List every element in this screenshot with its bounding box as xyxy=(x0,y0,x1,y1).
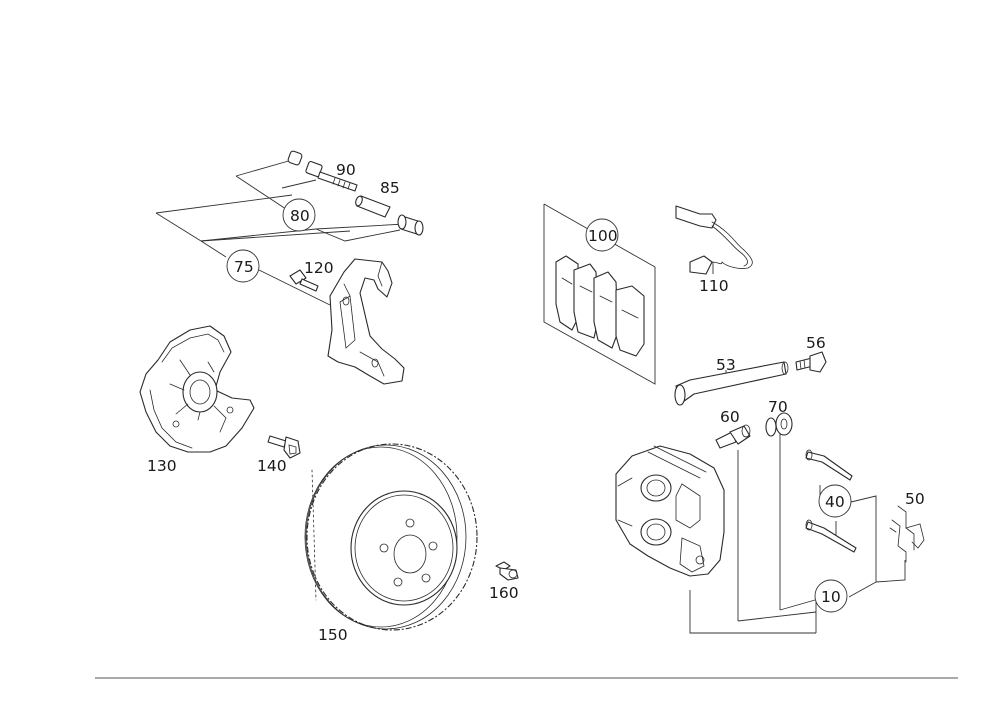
label-85: 85 xyxy=(380,179,400,197)
part-50-spring-clip xyxy=(889,505,925,563)
label-80: 80 xyxy=(290,207,310,225)
caliper-bracket xyxy=(327,258,405,385)
part-150-brake-disc xyxy=(304,443,478,631)
part-10-brake-caliper xyxy=(615,445,725,577)
label-160: 160 xyxy=(489,584,519,602)
part-100-brake-pads xyxy=(555,255,645,357)
label-70: 70 xyxy=(768,398,788,416)
label-56: 56 xyxy=(806,334,826,352)
part-40-pins xyxy=(805,449,857,553)
part-90-bolt xyxy=(287,150,358,192)
part-110-wear-sensor xyxy=(675,205,753,275)
label-90: 90 xyxy=(336,161,356,179)
callout-circles xyxy=(226,198,852,613)
label-120: 120 xyxy=(304,259,334,277)
label-140: 140 xyxy=(257,457,287,475)
leader-lines xyxy=(155,159,906,634)
part-160-bolt xyxy=(495,561,519,581)
part-60-bleeder xyxy=(715,424,751,449)
label-60: 60 xyxy=(720,408,740,426)
part-85-sleeve xyxy=(355,195,424,236)
part-labels: 90 85 80 75 120 130 140 150 160 100 110 … xyxy=(147,161,925,644)
label-53: 53 xyxy=(716,356,736,374)
part-120-bolt xyxy=(289,269,319,292)
part-140-bolt xyxy=(267,435,301,459)
label-100: 100 xyxy=(588,227,618,245)
label-110: 110 xyxy=(699,277,729,295)
label-40: 40 xyxy=(825,493,845,511)
label-50: 50 xyxy=(905,490,925,508)
part-56-bolt xyxy=(795,351,827,373)
part-70-cap xyxy=(765,412,793,437)
label-75: 75 xyxy=(234,258,254,276)
label-10: 10 xyxy=(821,588,841,606)
label-130: 130 xyxy=(147,457,177,475)
label-150: 150 xyxy=(318,626,348,644)
part-53-guide-pin xyxy=(674,361,789,406)
part-130-splash-shield xyxy=(139,325,255,453)
